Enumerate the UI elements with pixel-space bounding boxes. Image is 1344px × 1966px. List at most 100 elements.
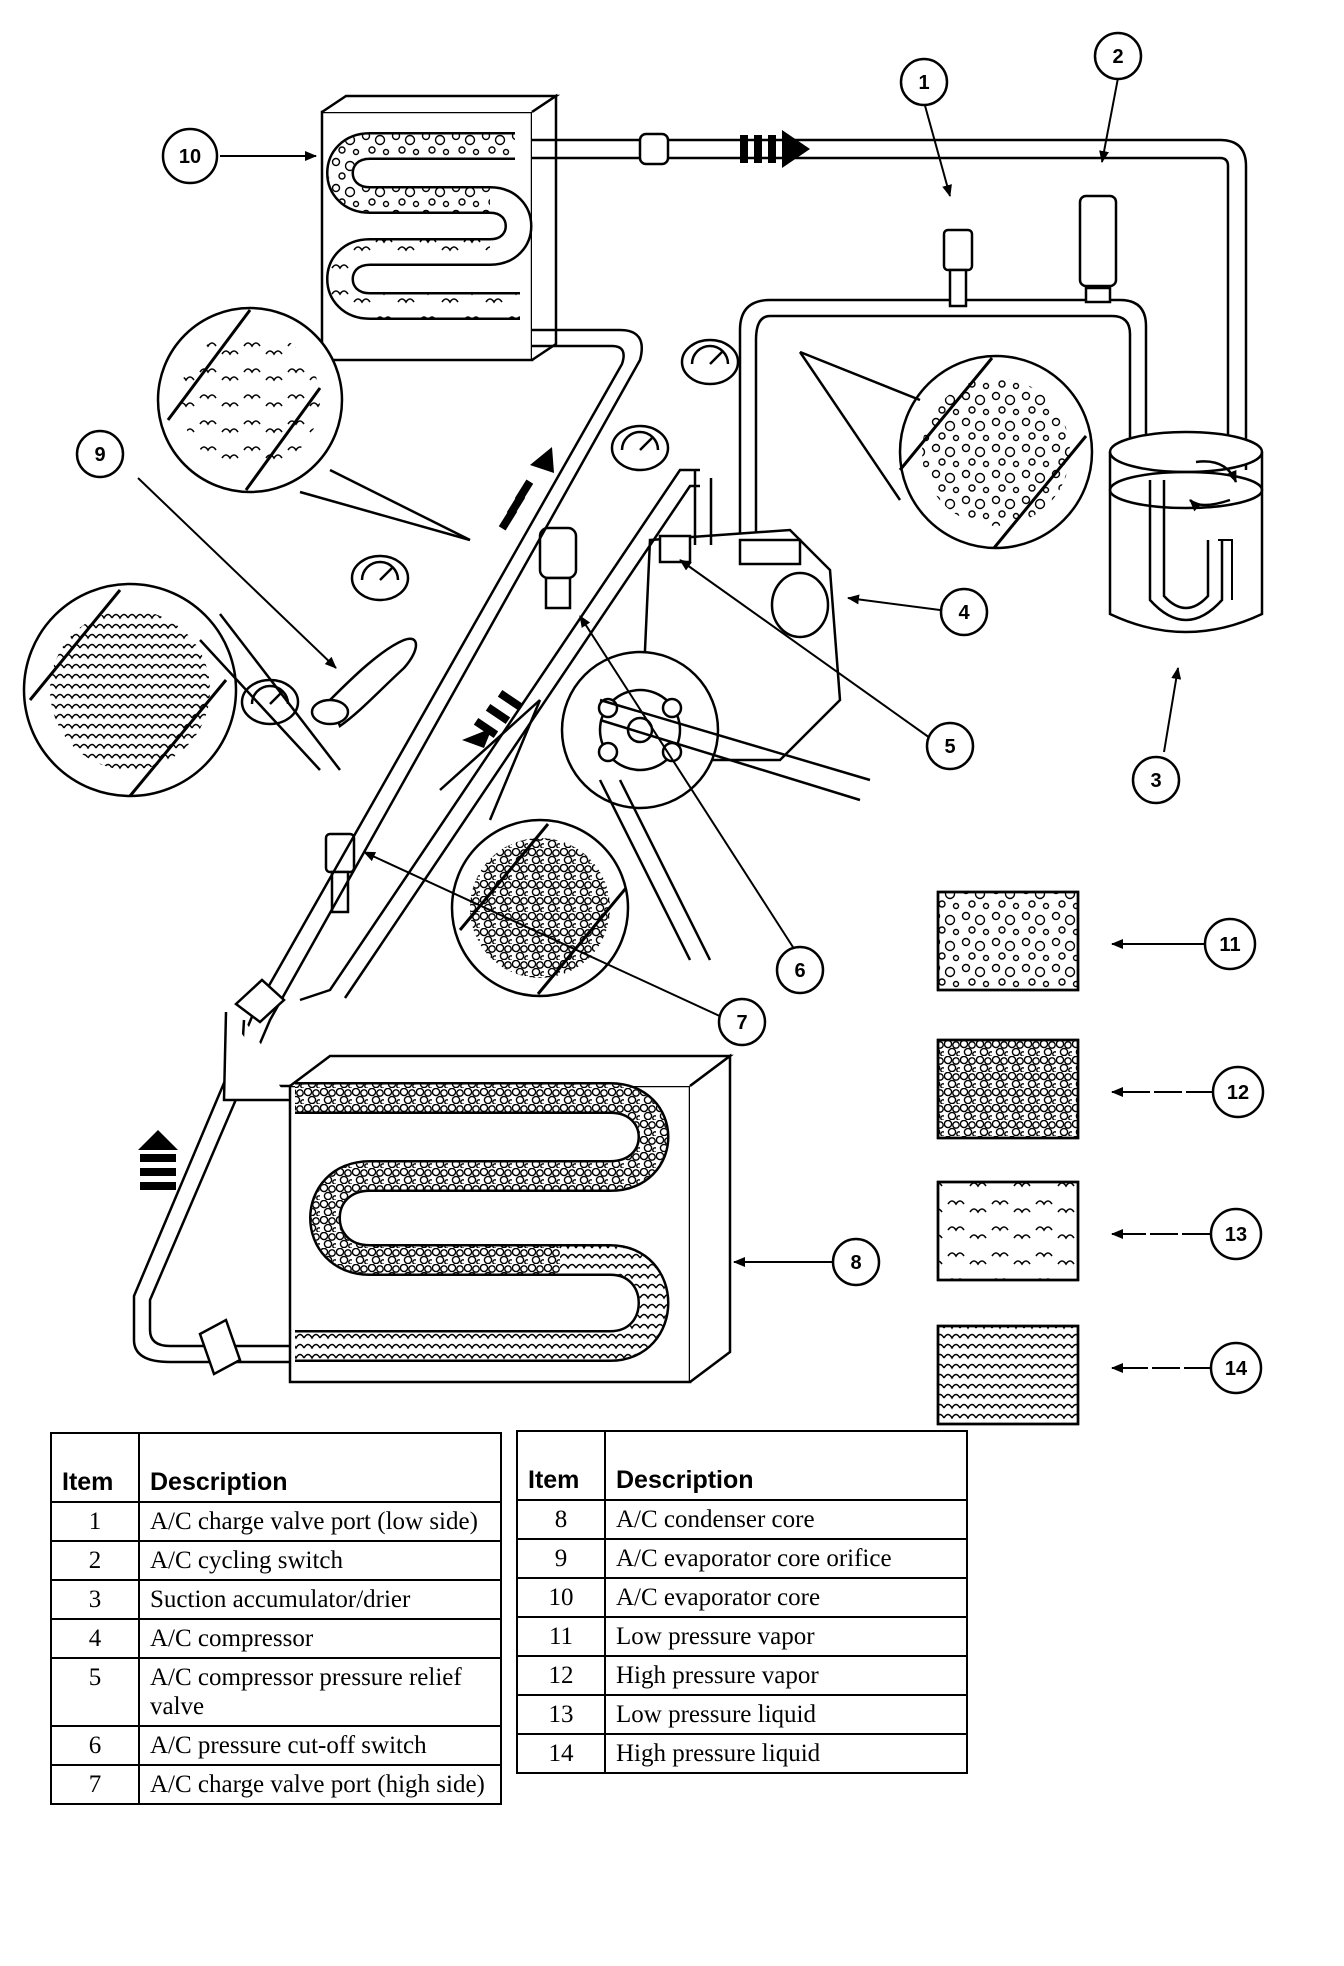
flow-arrow-liquid (498, 447, 554, 531)
callout-6-label: 6 (794, 960, 805, 982)
pressure-cutoff-switch (538, 526, 578, 610)
swatch-low-pressure-vapor (936, 890, 1080, 992)
flow-arrow-top (740, 130, 810, 168)
legend-item-description: High pressure liquid (604, 1733, 968, 1774)
legend-header-row: Item Description (516, 1430, 968, 1501)
callout-9: 9 (75, 429, 125, 479)
legend-item-number: 2 (50, 1540, 140, 1581)
callout-7-label: 7 (736, 1012, 747, 1034)
callout-5-label: 5 (944, 736, 955, 758)
callout-3-label: 3 (1150, 770, 1161, 792)
callout-12-label: 12 (1227, 1082, 1249, 1104)
legend-item-description: High pressure vapor (604, 1655, 968, 1696)
flow-arrow-discharge (462, 689, 523, 748)
legend-item-number: 12 (516, 1655, 606, 1696)
swatch-high-pressure-liquid (936, 1324, 1080, 1426)
legend-header-row: Item Description (50, 1432, 502, 1503)
cycling-switch (1078, 194, 1118, 304)
legend-item-number: 13 (516, 1694, 606, 1735)
callout-2: 2 (1093, 31, 1143, 81)
callout-4-label: 4 (958, 602, 970, 624)
callout-7: 7 (717, 997, 767, 1047)
legend-item-number: 6 (50, 1725, 140, 1766)
legend-item-description: A/C pressure cut-off switch (138, 1725, 502, 1766)
legend-item-number: 9 (516, 1538, 606, 1579)
magnifier-low-pressure-vapor (798, 350, 1094, 550)
liquid-line (132, 328, 643, 1364)
legend-header-description: Description (138, 1432, 502, 1503)
legend-item-number: 1 (50, 1501, 140, 1542)
outlet-pipe-top (532, 138, 1248, 470)
callout-10-label: 10 (179, 146, 201, 168)
legend-item-description: A/C evaporator core (604, 1577, 968, 1618)
leader-lines (137, 77, 1214, 1373)
callout-10: 10 (161, 127, 219, 185)
legend-item-number: 4 (50, 1618, 140, 1659)
callout-13-label: 13 (1225, 1224, 1247, 1246)
legend-item-description: A/C cycling switch (138, 1540, 502, 1581)
legend-item-description: A/C charge valve port (high side) (138, 1764, 502, 1805)
callout-4: 4 (939, 587, 989, 637)
magnifier-high-pressure-vapor (439, 699, 630, 998)
legend-header-item: Item (50, 1432, 140, 1503)
legend-item-number: 11 (516, 1616, 606, 1657)
compressor (560, 528, 842, 810)
legend-item-number: 8 (516, 1499, 606, 1540)
legend-item-number: 3 (50, 1579, 140, 1620)
drive-belt (598, 698, 871, 961)
legend-item-description: A/C charge valve port (low side) (138, 1501, 502, 1542)
callout-1-label: 1 (918, 72, 929, 94)
callout-8: 8 (831, 1237, 881, 1287)
magnifier-high-pressure-liquid (22, 582, 341, 798)
callout-3: 3 (1131, 755, 1181, 805)
callout-14-label: 14 (1225, 1358, 1248, 1380)
condenser-core-box (288, 1053, 734, 1384)
legend-item-description: A/C condenser core (604, 1499, 968, 1540)
legend-item-description: Low pressure liquid (604, 1694, 968, 1735)
charge-valve-port-low (942, 228, 974, 308)
legend-item-number: 5 (50, 1657, 140, 1727)
gauge-icon (350, 554, 410, 602)
callout-5: 5 (925, 721, 975, 771)
callout-2-label: 2 (1112, 46, 1123, 68)
evaporator-core-box (320, 93, 561, 362)
legend-item-description: A/C evaporator core orifice (604, 1538, 968, 1579)
legend-item-description: A/C compressor (138, 1618, 502, 1659)
callout-13: 13 (1209, 1207, 1263, 1261)
evaporator-core-orifice (310, 637, 418, 728)
callout-11: 11 (1203, 917, 1257, 971)
callout-8-label: 8 (850, 1252, 861, 1274)
legend-header-description: Description (604, 1430, 968, 1501)
legend-item-number: 7 (50, 1764, 140, 1805)
legend-item-description: Suction accumulator/drier (138, 1579, 502, 1620)
flow-arrow-left-side (138, 1130, 178, 1190)
callout-9-label: 9 (94, 444, 105, 466)
swatch-low-pressure-liquid (936, 1180, 1080, 1282)
gauge-icon (680, 338, 740, 386)
callout-11-label: 11 (1219, 934, 1240, 956)
callout-6: 6 (775, 945, 825, 995)
callout-14: 14 (1209, 1341, 1263, 1395)
legend-header-item: Item (516, 1430, 606, 1501)
callout-1: 1 (899, 57, 949, 107)
compressor-relief-valve (658, 534, 692, 564)
legend-item-number: 14 (516, 1733, 606, 1774)
suction-accumulator-drier (1108, 430, 1264, 634)
callout-12: 12 (1211, 1065, 1265, 1119)
